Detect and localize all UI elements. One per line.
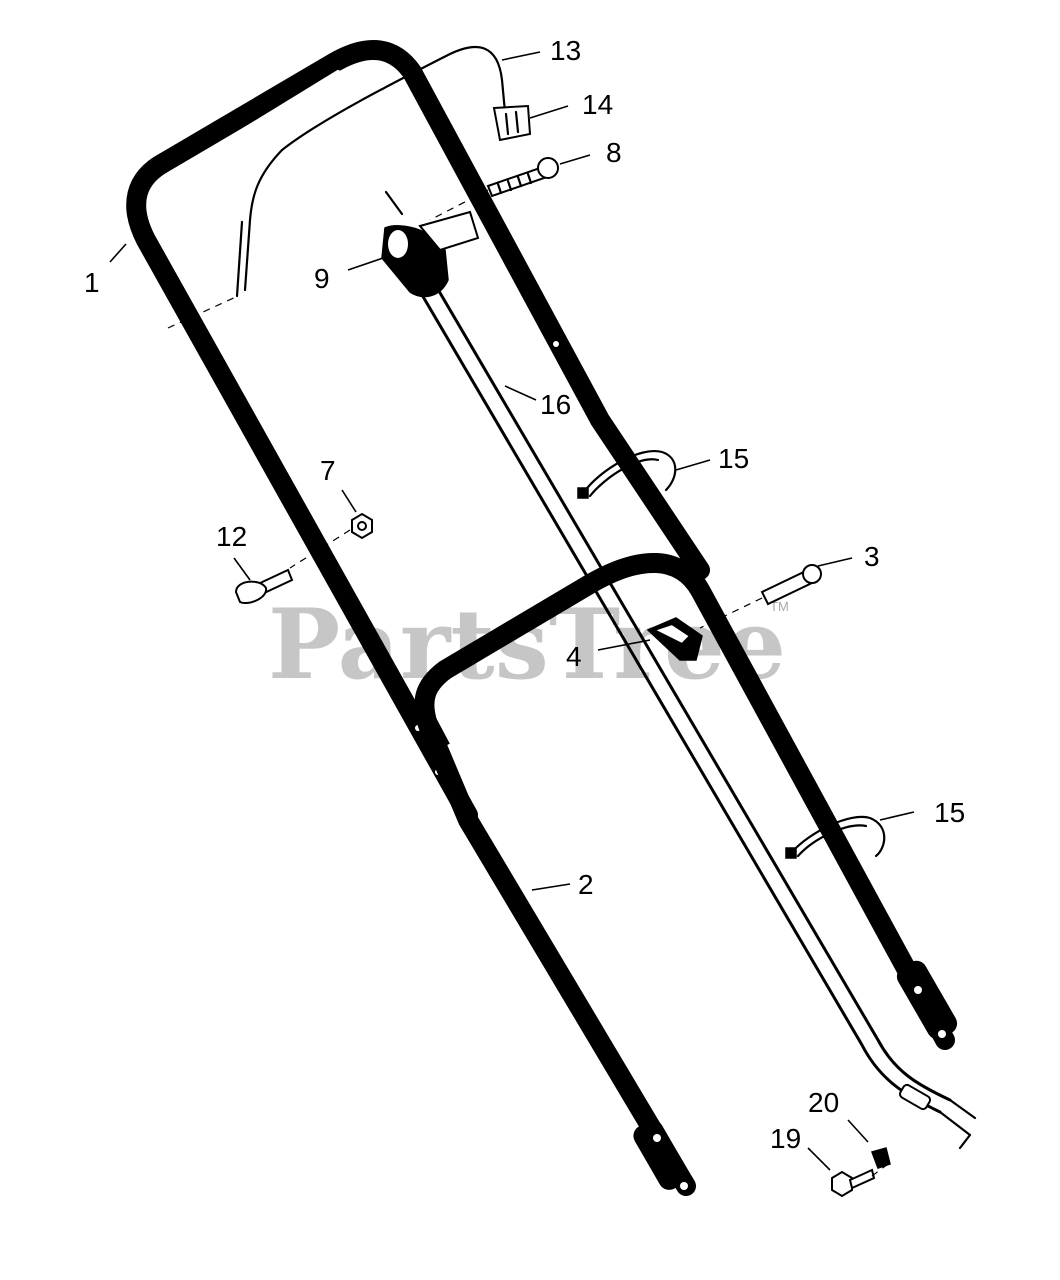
- lower-handle-end-left-hole-a: [653, 1134, 661, 1142]
- leader-3: [817, 557, 853, 567]
- lower-handle-end-right-hole-b: [938, 1030, 946, 1038]
- bolt-knob: [234, 580, 268, 604]
- leader-20: [847, 1119, 869, 1143]
- control-lever-pedal: [418, 210, 480, 252]
- screw-19-head: [831, 1170, 853, 1198]
- callout-20: 20: [808, 1087, 839, 1118]
- clip-part-20: [871, 1147, 891, 1169]
- control-lever-part-9: [381, 190, 480, 298]
- screw-part-8: [486, 157, 559, 198]
- assembly-lines: [167, 189, 889, 1177]
- cable-tie-a-head: [577, 487, 589, 499]
- cable-tie-part-15a: [577, 449, 677, 499]
- lower-handle-end-right-hole-a: [914, 986, 922, 994]
- bolt-part-3: [760, 564, 822, 606]
- screw-19-shank: [848, 1168, 876, 1190]
- cable-tie-b-band-inner: [796, 824, 868, 858]
- callout-leaders: [109, 51, 915, 1171]
- callout-3: 3: [864, 541, 880, 572]
- callout-4: 4: [566, 641, 582, 672]
- knob-face: [651, 622, 692, 646]
- cable-tie-part-15b: [785, 815, 886, 859]
- callout-8: 8: [606, 137, 622, 168]
- cable-tie-a-band: [582, 449, 677, 494]
- assembly-line-8: [429, 189, 489, 221]
- nut-hole: [357, 521, 367, 531]
- bolt-part-12: [234, 568, 294, 604]
- leader-8: [559, 154, 591, 165]
- leader-13: [501, 51, 541, 61]
- callout-1: 1: [84, 267, 100, 298]
- screw-thread-lines: [496, 172, 533, 195]
- leader-16: [504, 385, 537, 401]
- throttle-cable-wire: [243, 46, 507, 292]
- callout-9: 9: [314, 263, 330, 294]
- control-rod-hook: [938, 1098, 977, 1150]
- cable-tie-b-head: [785, 847, 797, 859]
- callout-15-upper: 15: [718, 443, 749, 474]
- leader-12: [233, 557, 251, 581]
- cable-tie-b-band: [790, 815, 886, 858]
- leader-9: [347, 257, 384, 271]
- control-rod-clamp: [898, 1083, 932, 1111]
- assembly-line-3: [699, 597, 763, 629]
- leader-7: [341, 489, 357, 513]
- callout-19: 19: [770, 1123, 801, 1154]
- callout-15-lower: 15: [934, 797, 965, 828]
- knob-part-4: [646, 617, 703, 661]
- screw-thread: [486, 166, 546, 198]
- lower-handle-end-left: [633, 1120, 689, 1190]
- leader-14: [529, 105, 569, 119]
- control-lever-pin: [384, 190, 404, 216]
- leader-2: [531, 883, 571, 891]
- clip-20-body: [871, 1147, 891, 1169]
- leader-15b: [879, 811, 915, 821]
- callout-7: 7: [320, 455, 336, 486]
- nut-part-7: [351, 512, 373, 540]
- upper-handle-hole-b: [553, 341, 559, 347]
- leader-4: [597, 639, 651, 651]
- throttle-cable-part-13: [235, 46, 507, 298]
- cable-tie-a-band-inner: [588, 458, 660, 498]
- bolt-3-head: [802, 564, 822, 584]
- callout-labels: 13 14 8 1 9 16 15 7 12 3 4 15 2 20 19: [84, 35, 965, 1154]
- leader-15a: [675, 459, 711, 471]
- callout-12: 12: [216, 521, 247, 552]
- assembly-line-19: [871, 1163, 889, 1177]
- callout-2: 2: [578, 869, 594, 900]
- upper-handle-highlight: [168, 70, 340, 177]
- throttle-cable-wire-inner: [235, 220, 244, 298]
- upper-handle-tube: [126, 39, 710, 825]
- screw-part-19: [831, 1168, 876, 1198]
- watermark-trademark: TM: [770, 599, 789, 614]
- leader-19: [807, 1147, 831, 1171]
- cable-clip-part-14: [492, 104, 532, 142]
- control-rod-part-16: [416, 284, 977, 1150]
- callout-14: 14: [582, 89, 613, 120]
- lower-handle-end-left-hole-b: [680, 1182, 688, 1190]
- leader-1: [109, 243, 127, 263]
- cable-clip-slot: [504, 110, 520, 136]
- callout-16: 16: [540, 389, 571, 420]
- lower-handle-end-right: [896, 960, 958, 1040]
- control-rod-line-b: [434, 284, 952, 1102]
- screw-head: [537, 157, 559, 179]
- control-lever-boss: [388, 230, 408, 258]
- callout-13: 13: [550, 35, 581, 66]
- cable-clip-body: [492, 104, 532, 142]
